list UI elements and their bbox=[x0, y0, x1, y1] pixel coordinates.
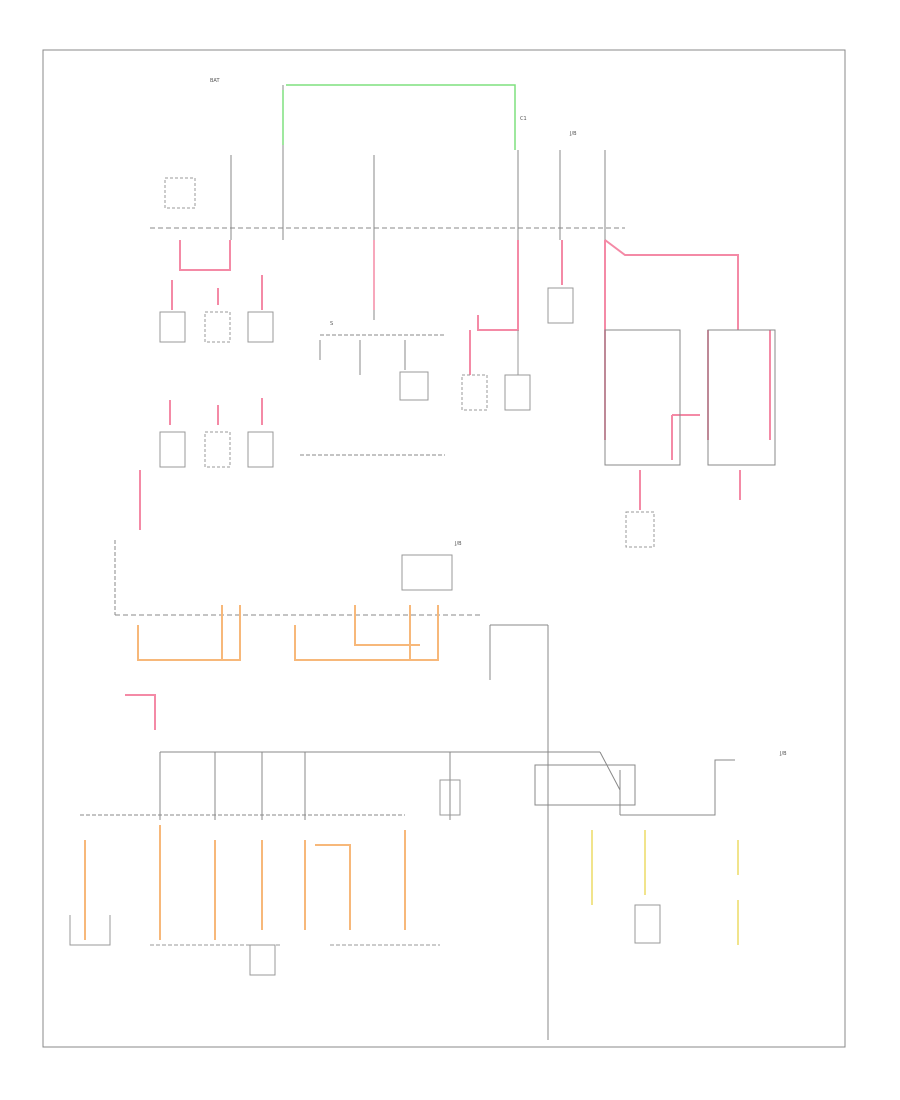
pink-lower bbox=[125, 694, 156, 730]
lower-relay bbox=[439, 779, 461, 816]
right-bottom-component bbox=[625, 511, 655, 548]
injector-components bbox=[461, 287, 574, 411]
coil-components bbox=[159, 311, 274, 468]
wire-code-labels: BAT C1 J/B S J/B J/B bbox=[210, 78, 787, 757]
svg-text:BAT: BAT bbox=[210, 78, 220, 84]
orange-wires bbox=[84, 605, 439, 940]
junction-relay-3 bbox=[401, 554, 453, 591]
diagram-border bbox=[42, 49, 846, 1048]
injector-pink bbox=[469, 240, 563, 375]
right-module-frames bbox=[604, 329, 776, 466]
lower-components bbox=[69, 904, 661, 976]
transmission-wires bbox=[300, 240, 445, 456]
green-wire bbox=[282, 84, 516, 150]
yellow-wires bbox=[591, 830, 739, 945]
svg-text:J/B: J/B bbox=[779, 751, 787, 757]
transmission-solenoid bbox=[399, 371, 429, 401]
right-pink-wires bbox=[604, 239, 771, 510]
coil-pink-wires bbox=[139, 240, 263, 530]
svg-text:S: S bbox=[330, 321, 333, 327]
top-relay-box bbox=[164, 177, 196, 209]
svg-text:J/B: J/B bbox=[569, 131, 577, 137]
fusible-link-block bbox=[534, 764, 636, 806]
svg-text:J/B: J/B bbox=[454, 541, 462, 547]
lower-feeds bbox=[80, 624, 735, 1040]
svg-text:C1: C1 bbox=[520, 116, 527, 122]
fuse-feeds bbox=[230, 150, 606, 240]
